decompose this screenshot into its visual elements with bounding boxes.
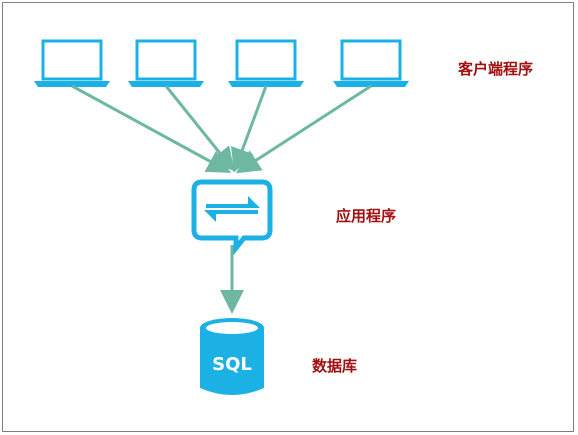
database-icon-text: SQL — [212, 354, 252, 375]
diagram-frame — [2, 2, 574, 432]
arrow-client-1 — [71, 84, 232, 173]
laptop-icon — [333, 39, 409, 87]
arrow-client-3 — [230, 85, 268, 173]
client-arrows — [71, 84, 372, 174]
database-icon: SQL — [200, 318, 264, 395]
application-label: 应用程序 — [336, 207, 397, 225]
laptop-icon — [228, 39, 304, 87]
clients-label: 客户端程序 — [458, 60, 534, 78]
database-label: 数据库 — [312, 357, 358, 375]
sync-icon — [191, 179, 273, 256]
laptop-icon — [34, 39, 110, 87]
laptop-icon — [128, 39, 204, 87]
arrow-client-2 — [164, 85, 235, 172]
arrow-client-4 — [235, 84, 372, 174]
